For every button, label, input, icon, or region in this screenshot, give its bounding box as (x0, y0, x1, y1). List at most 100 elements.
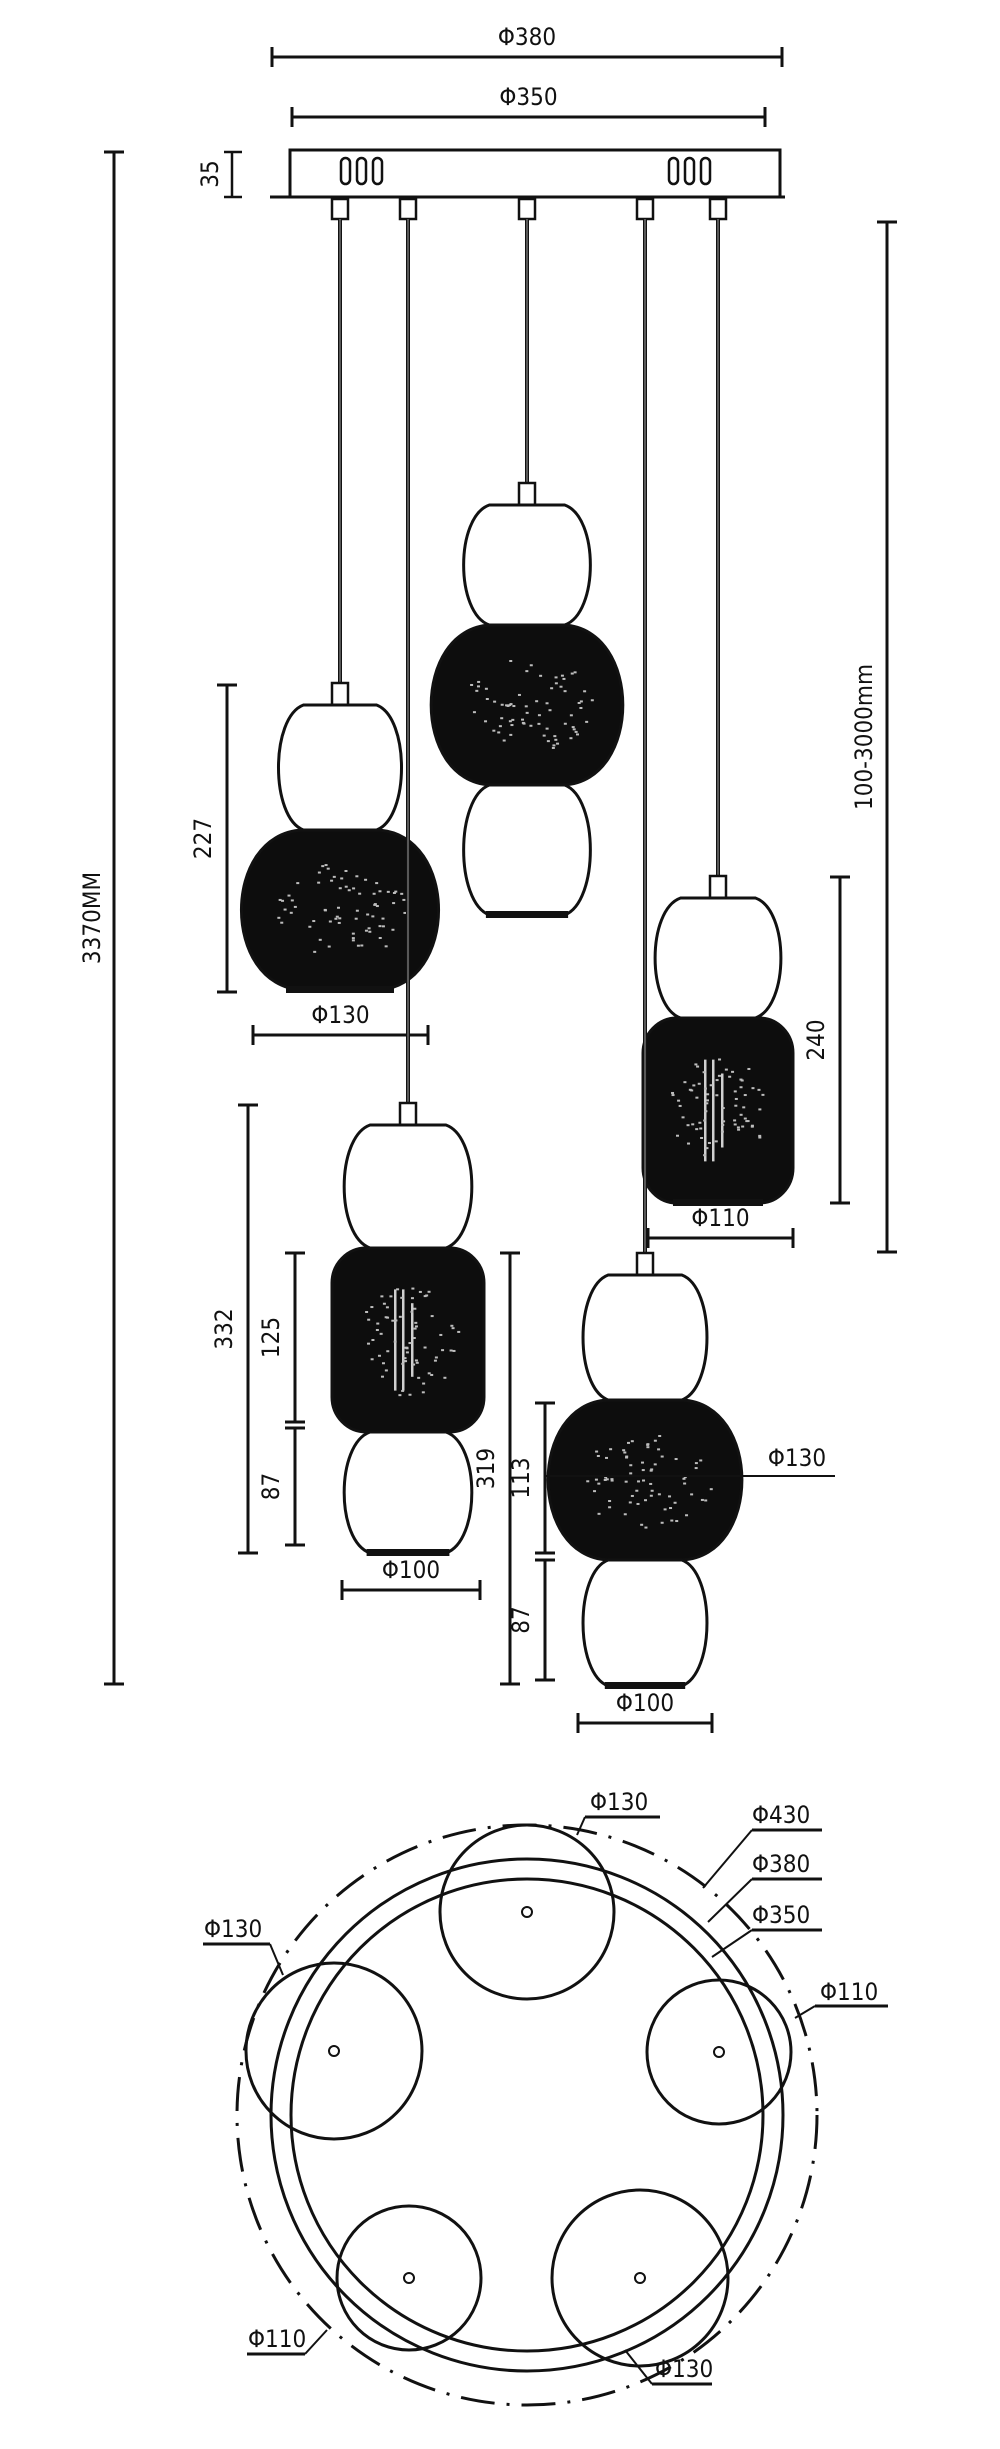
shade-perforation (422, 1382, 426, 1385)
shade-perforation (351, 937, 355, 940)
shade-perforation (450, 1324, 454, 1327)
white-glass-shade (462, 503, 592, 627)
shade-perforation (623, 1451, 627, 1454)
shade-perforation (412, 1363, 416, 1366)
shade-perforation (733, 1123, 737, 1126)
dark-perforated-sphere-shade (429, 623, 625, 787)
shade-perforation (366, 913, 370, 916)
shade-perforation (604, 1456, 608, 1459)
shade-perforation (586, 1480, 590, 1483)
plan-callout-label: Φ380 (752, 1850, 810, 1878)
shade-perforation (452, 1349, 456, 1352)
shade-perforation (377, 1354, 381, 1357)
shade-perforation (703, 1087, 707, 1090)
shade-perforation (722, 1120, 726, 1123)
shade-perforation (733, 1090, 737, 1093)
shade-perforation (427, 1372, 431, 1375)
shade-perforation (476, 685, 480, 688)
shade-perforation (493, 700, 497, 703)
pendant-cap (708, 874, 728, 900)
shade-perforation (278, 898, 282, 901)
white-glass-shade (653, 896, 783, 1020)
shade-perforation (502, 739, 506, 742)
shade-perforation (593, 1490, 597, 1493)
shade-perforation (400, 892, 404, 895)
shade-perforation (734, 1097, 738, 1100)
shade-perforation (418, 1290, 422, 1293)
shade-perforation (650, 1489, 654, 1492)
shade-perforation (510, 724, 514, 727)
shade-perforation (384, 1316, 388, 1319)
shade-perforation (401, 1389, 405, 1392)
shade-perforation (579, 700, 583, 703)
shade-perforation (610, 1479, 614, 1482)
shade-perforation (553, 735, 557, 738)
shade-perforation (312, 920, 316, 923)
shade-perforation (707, 1141, 711, 1144)
shade-perforation (336, 906, 340, 909)
cable-connector (330, 197, 350, 221)
shade-perforation (334, 917, 338, 920)
shade-perforation (630, 1494, 634, 1497)
shade-perforation (623, 1513, 627, 1516)
callout-leader (702, 1829, 753, 1889)
shade-perforation (675, 1520, 679, 1523)
shade-perforation (385, 1306, 389, 1309)
shade-perforation (356, 944, 360, 947)
shade-perforation (511, 718, 515, 721)
shade-perforation (475, 689, 479, 692)
shade-perforation (529, 664, 533, 667)
shade-perforation (415, 1361, 419, 1364)
shade-perforation (509, 733, 513, 736)
shade-perforation (694, 1063, 698, 1066)
shade-perforation (545, 702, 549, 705)
shade-perforation (643, 1499, 647, 1502)
shade-perforation (405, 1351, 409, 1354)
shade-perforation (562, 677, 566, 680)
shade-perforation (649, 1494, 653, 1497)
shade-perforation (597, 1482, 601, 1485)
shade-perforation (545, 727, 549, 730)
shade-perforation (700, 1498, 704, 1501)
shade-perforation (370, 1306, 374, 1309)
shade-perforation (548, 709, 552, 712)
shade-perforation (281, 899, 285, 902)
shade-perforation (570, 672, 574, 675)
shade-perforation (355, 909, 359, 912)
shade-perforation (686, 1124, 690, 1127)
plan-shade-circle (244, 1961, 424, 2141)
shade-perforation (324, 864, 328, 867)
shade-perforation (472, 711, 476, 714)
white-glass-shade (276, 703, 404, 832)
shade-perforation (296, 882, 300, 885)
shade-perforation (371, 1338, 375, 1341)
shade-perforation (698, 1121, 702, 1124)
dimension-label: 332 (210, 1308, 238, 1349)
shade-perforation (742, 1106, 746, 1109)
shade-perforation (681, 1116, 685, 1119)
shade-perforation (332, 875, 336, 878)
shade-perforation (378, 925, 382, 928)
shade-perforation (421, 1391, 425, 1394)
shade-perforation (338, 917, 342, 920)
screw-slot-icon (683, 156, 696, 186)
screw-slot-icon (355, 156, 368, 186)
shade-perforation (670, 1519, 674, 1522)
shade-perforation (525, 711, 529, 714)
shade-perforation (757, 1088, 761, 1091)
plan-cable-point (403, 2272, 415, 2284)
shade-perforation (627, 1441, 631, 1444)
shade-perforation (522, 722, 526, 725)
shade-perforation (663, 1508, 667, 1511)
shade-bottom-rim (604, 1682, 686, 1689)
white-glass-shade (342, 1430, 474, 1555)
shade-perforation (746, 1120, 750, 1123)
shade-perforation (404, 1360, 408, 1363)
shade-perforation (477, 680, 481, 683)
shade-perforation (321, 865, 325, 868)
plan-callout-label: Φ110 (820, 1978, 878, 2006)
shade-perforation (604, 1476, 608, 1479)
shade-perforation (577, 701, 581, 704)
shade-perforation (590, 699, 594, 702)
callout-leader (624, 2349, 653, 2385)
